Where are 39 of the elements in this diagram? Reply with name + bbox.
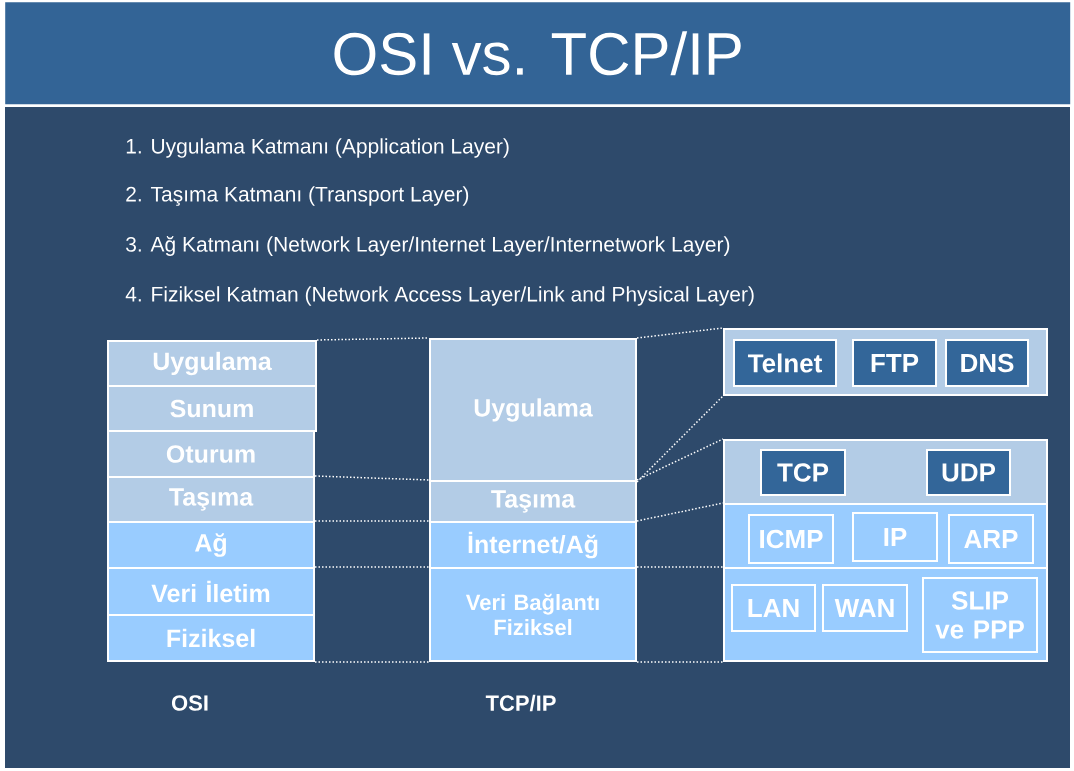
list-item: 3. Ağ Katmanı (Network Layer/Internet Layer/Internetwork Layer): [126, 236, 730, 256]
layer-box: Oturum: [107, 430, 315, 478]
title-banner: OSI vs. TCP/IP: [5, 2, 1071, 105]
column-label: TCP/IP: [485, 694, 556, 712]
protocol-box: LAN: [731, 584, 816, 632]
dotted-line: [636, 661, 724, 663]
protocol-box: ARP: [948, 514, 1034, 564]
dotted-line: [314, 475, 430, 481]
layer-box: Sunum: [107, 385, 317, 432]
list-item: 4. Fiziksel Katman (Network Access Layer/Link and Physical Layer): [125, 286, 754, 306]
column-label: OSI: [171, 695, 208, 711]
dotted-line: [316, 337, 430, 341]
list-item: 1. Uygulama Katmanı (Application Layer): [126, 138, 509, 158]
dotted-line: [636, 502, 724, 522]
protocol-box: SLIP ve PPP: [922, 577, 1038, 653]
dotted-line: [636, 438, 724, 481]
layer-box: Veri Bağlantı Fiziksel: [429, 567, 637, 662]
layer-box: Taşıma: [107, 476, 315, 523]
protocol-box: WAN: [822, 584, 908, 632]
protocol-box: ICMP: [748, 514, 834, 564]
dotted-line: [636, 566, 724, 568]
layer-box: Uygulama: [107, 340, 317, 387]
dotted-line: [314, 661, 430, 663]
dotted-line: [636, 395, 724, 483]
protocol-box: FTP: [852, 339, 937, 387]
dotted-line: [636, 327, 724, 339]
dotted-line: [314, 520, 430, 522]
dotted-line: [314, 566, 430, 568]
protocol-box: IP: [852, 512, 938, 562]
protocol-box: TCP: [760, 449, 846, 496]
protocol-box: DNS: [945, 339, 1029, 387]
layer-box: Fiziksel: [107, 614, 315, 662]
layer-box: Ağ: [107, 521, 315, 569]
list-item: 2. Taşıma Katmanı (Transport Layer): [126, 186, 469, 206]
protocol-box: UDP: [926, 449, 1011, 496]
layer-box: İnternet/Ağ: [429, 521, 637, 569]
layer-box: Veri İletim: [107, 567, 315, 616]
layer-box: Taşıma: [429, 480, 637, 523]
protocol-box: Telnet: [733, 339, 837, 387]
